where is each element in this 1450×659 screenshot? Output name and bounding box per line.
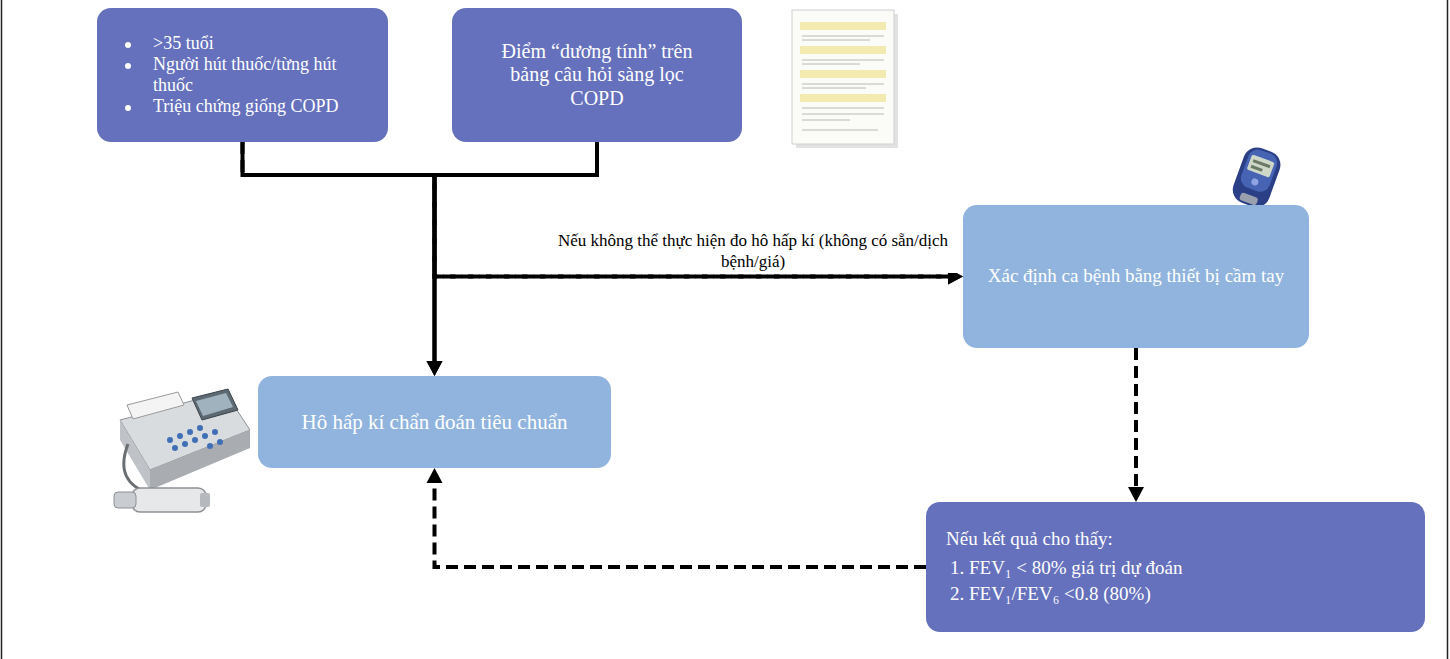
node-text: Người hút thuốc/từng hút thuốc: [153, 54, 370, 96]
dashed-connector: [435, 480, 927, 567]
questionnaire-icon: [792, 10, 898, 148]
criteria-box: >35 tuổiNgười hút thuốc/từng hút thuốcTr…: [97, 8, 388, 142]
handheld-box: Xác định ca bệnh bằng thiết bị cầm tay: [963, 205, 1309, 348]
node-text: Hô hấp kí chẩn đoán tiêu chuẩn: [274, 410, 595, 435]
result-box: Nếu kết quả cho thấy: 1. FEV₁ < 80% giá t…: [926, 502, 1425, 632]
bullet-item: Triệu chứng giống COPD: [123, 96, 370, 117]
handheld-device-icon: [1229, 144, 1285, 211]
node-text: 1. FEV₁ < 80% giá trị dự đoán: [946, 557, 1409, 579]
dashed-connector: [1134, 348, 1138, 490]
arrow-head: [427, 361, 443, 376]
arrow-head: [427, 361, 443, 376]
bullet-item: Người hút thuốc/từng hút thuốc: [123, 54, 370, 96]
frame-line: [1, 0, 3, 659]
bullet-dot: [125, 42, 131, 48]
questionnaire-box: Điểm “dương tính” trên bảng câu hỏi sàng…: [452, 8, 742, 142]
edge-label: Nếu không thể thực hiện đo hô hấp kí (kh…: [548, 230, 958, 273]
bullet-dot: [125, 63, 131, 69]
spirometer-icon: [114, 389, 250, 512]
frame-line: [1447, 0, 1449, 659]
bullet-item: >35 tuổi: [123, 33, 370, 54]
node-text: Xác định ca bệnh bằng thiết bị cầm tay: [985, 265, 1287, 287]
solid-connector: [243, 142, 435, 364]
bullet-dot: [125, 105, 131, 111]
arrow-head: [427, 468, 443, 483]
node-text: Nếu kết quả cho thấy:: [946, 528, 1409, 550]
node-text: >35 tuổi: [153, 33, 214, 54]
spirometry-box: Hô hấp kí chẩn đoán tiêu chuẩn: [258, 376, 611, 468]
node-text: Triệu chứng giống COPD: [153, 96, 339, 117]
node-text: Điểm “dương tính” trên bảng câu hỏi sàng…: [492, 40, 702, 111]
arrow-head: [1128, 487, 1144, 502]
node-text: 2. FEV₁/FEV₆ <0.8 (80%): [946, 583, 1409, 605]
